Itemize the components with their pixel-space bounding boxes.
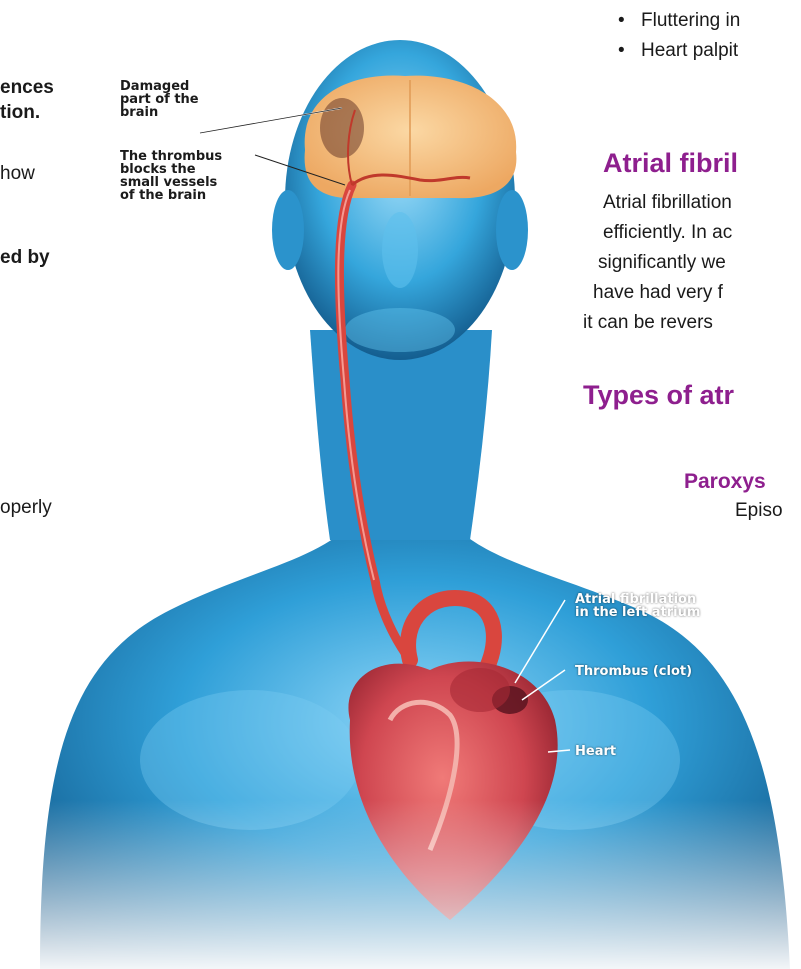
left-text-line-5: operly bbox=[0, 497, 52, 519]
section-af-line-1: Atrial fibrillation bbox=[603, 192, 732, 214]
right-ear-shape bbox=[496, 190, 528, 270]
section-types-subheading: Paroxys bbox=[684, 470, 766, 494]
symptom-item: Heart palpit bbox=[618, 36, 740, 66]
chin-shape bbox=[345, 308, 455, 352]
section-types-text: Episo bbox=[735, 500, 783, 522]
damaged-brain-area bbox=[320, 98, 364, 158]
left-atrium bbox=[450, 668, 510, 712]
callout-damaged-brain: Damaged part of the brain bbox=[120, 80, 199, 119]
neck-shape bbox=[310, 330, 492, 540]
left-text-line-1: ences bbox=[0, 77, 54, 99]
callout-clot: Thrombus (clot) bbox=[575, 665, 692, 678]
section-af-line-4: have had very f bbox=[593, 282, 723, 304]
callout-af-line-2: in the left atrium bbox=[575, 606, 700, 619]
callout-heart: Heart bbox=[575, 745, 616, 758]
section-af-heading: Atrial fibril bbox=[603, 148, 738, 179]
section-af-line-3: significantly we bbox=[598, 252, 726, 274]
bottom-fade bbox=[0, 800, 801, 969]
left-text-line-4: ed by bbox=[0, 247, 50, 269]
section-types-heading: Types of atr bbox=[583, 380, 734, 411]
nose-shape bbox=[382, 212, 418, 288]
callout-damaged-line-3: brain bbox=[120, 106, 199, 119]
callout-af-left-atrium: Atrial fibrillation in the left atrium bbox=[575, 593, 700, 619]
callout-thrombus-blocks: The thrombus blocks the small vessels of… bbox=[120, 150, 222, 202]
callout-thrombus-line-4: of the brain bbox=[120, 189, 222, 202]
left-text-line-2: tion. bbox=[0, 102, 40, 124]
symptom-item: Fluttering in bbox=[618, 6, 740, 36]
left-text-line-3: how bbox=[0, 163, 35, 185]
section-af-line-5: it can be revers bbox=[583, 312, 713, 334]
symptom-list: Fluttering in Heart palpit bbox=[618, 6, 740, 66]
section-af-line-2: efficiently. In ac bbox=[603, 222, 732, 244]
left-ear-shape bbox=[272, 190, 304, 270]
